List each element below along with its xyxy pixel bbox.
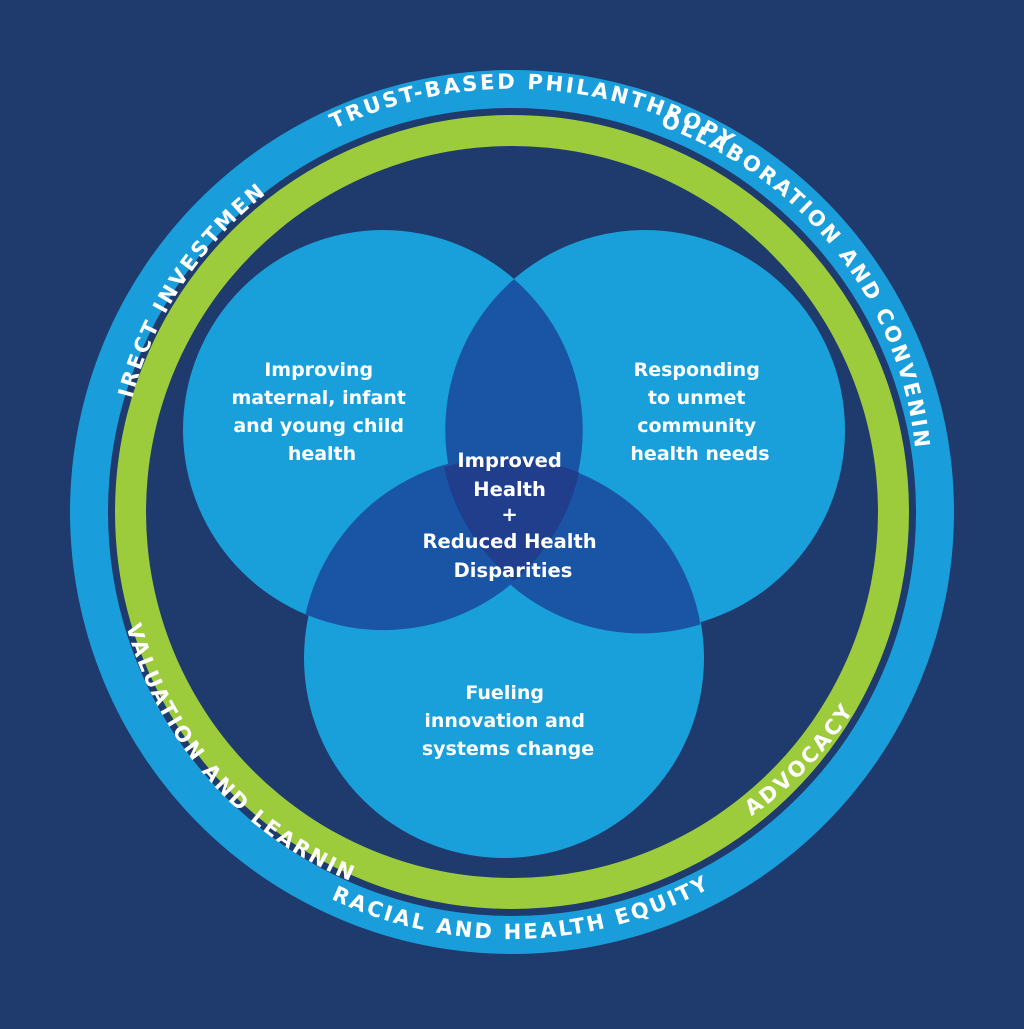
circle-label-maternal: Improving maternal, infant and young chi… bbox=[231, 359, 412, 465]
center-label: Improved Health + Reduced Health Dispari… bbox=[422, 449, 603, 582]
circle-label-community: Responding to unmet community health nee… bbox=[630, 359, 769, 465]
overlap-center bbox=[444, 457, 580, 581]
circle-label-innovation: Fueling innovation and systems change bbox=[422, 682, 594, 760]
ring-divider bbox=[108, 108, 916, 916]
